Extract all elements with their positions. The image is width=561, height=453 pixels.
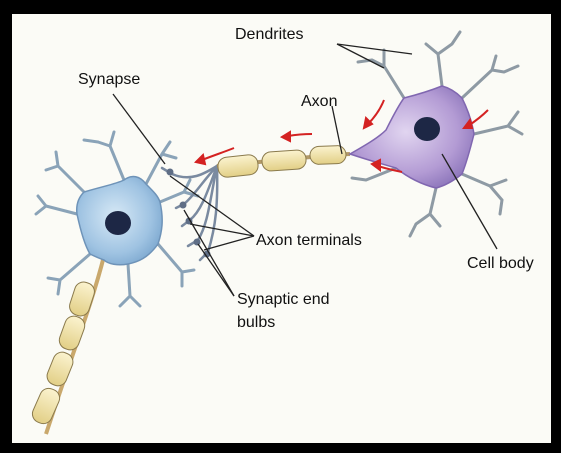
neuron-diagram: Dendrites Synapse Axon Axon terminals Ce… (12, 14, 551, 443)
main-axon (217, 145, 350, 178)
label-axon: Axon (301, 93, 337, 110)
label-axon-terminals: Axon terminals (256, 232, 362, 249)
left-neuron-nucleus (105, 211, 131, 235)
label-dendrites: Dendrites (235, 26, 303, 43)
label-synapse: Synapse (78, 71, 140, 88)
label-synaptic-end-bulbs-1: Synaptic end (237, 291, 330, 308)
left-neuron-axon (30, 256, 104, 434)
diagram-canvas: Dendrites Synapse Axon Axon terminals Ce… (12, 14, 551, 443)
right-neuron-nucleus (414, 117, 440, 141)
label-cell-body: Cell body (467, 255, 534, 272)
label-synaptic-end-bulbs-2: bulbs (237, 314, 275, 331)
right-neuron-cell-body (350, 86, 474, 188)
